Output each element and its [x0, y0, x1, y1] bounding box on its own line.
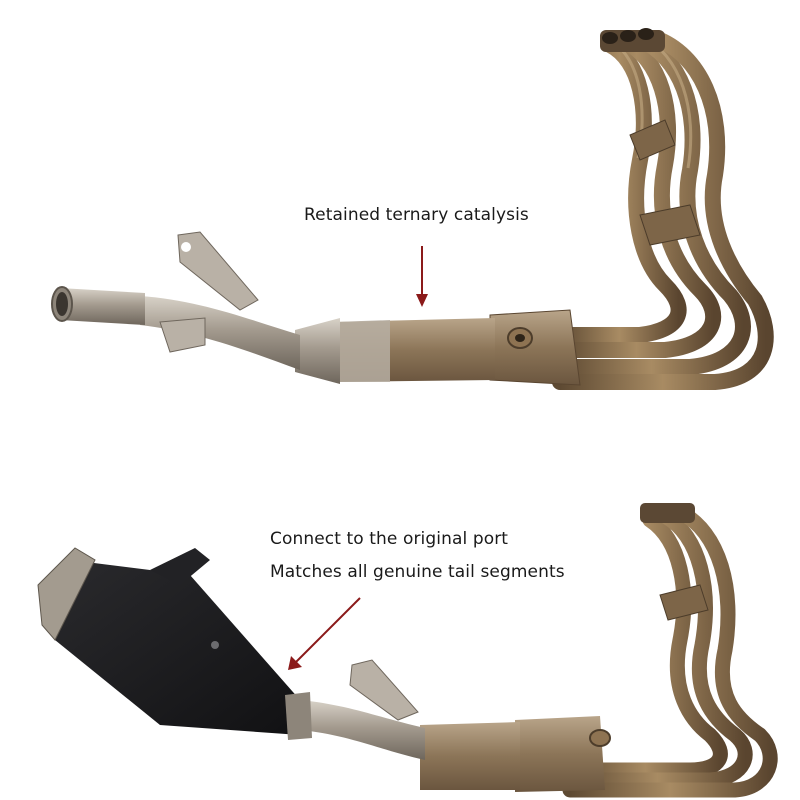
muffler — [55, 560, 300, 735]
top-pointer-arrow — [416, 246, 428, 307]
bottom-pointer-arrow — [288, 597, 361, 670]
connection-annotation-line2: Matches all genuine tail segments — [270, 562, 565, 582]
hanger-bracket — [177, 231, 259, 311]
top-exhaust — [51, 28, 774, 390]
bottom-exhaust — [37, 503, 778, 798]
connection-annotation-line1: Connect to the original port — [270, 529, 509, 549]
muffler-end-cap — [37, 547, 96, 641]
catalysis-annotation: Retained ternary catalysis — [304, 205, 529, 225]
header-flange-bottom — [640, 503, 695, 523]
